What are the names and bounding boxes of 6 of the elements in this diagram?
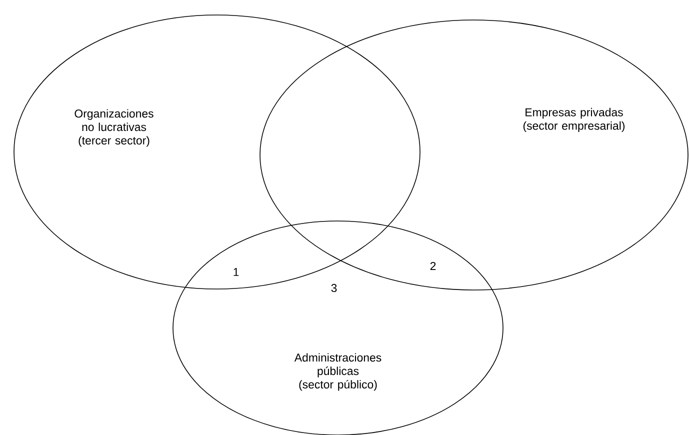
ellipse-label: Administraciones públicas (sector público) [294,353,382,391]
ellipse-label: Organizaciones no lucrativas (tercer sector) [74,109,154,147]
region-number: 2 [430,262,436,270]
region-number: 3 [331,284,337,292]
ellipse-label: Empresas privadas (sector empresarial) [523,108,625,132]
region-number: 1 [234,268,239,276]
